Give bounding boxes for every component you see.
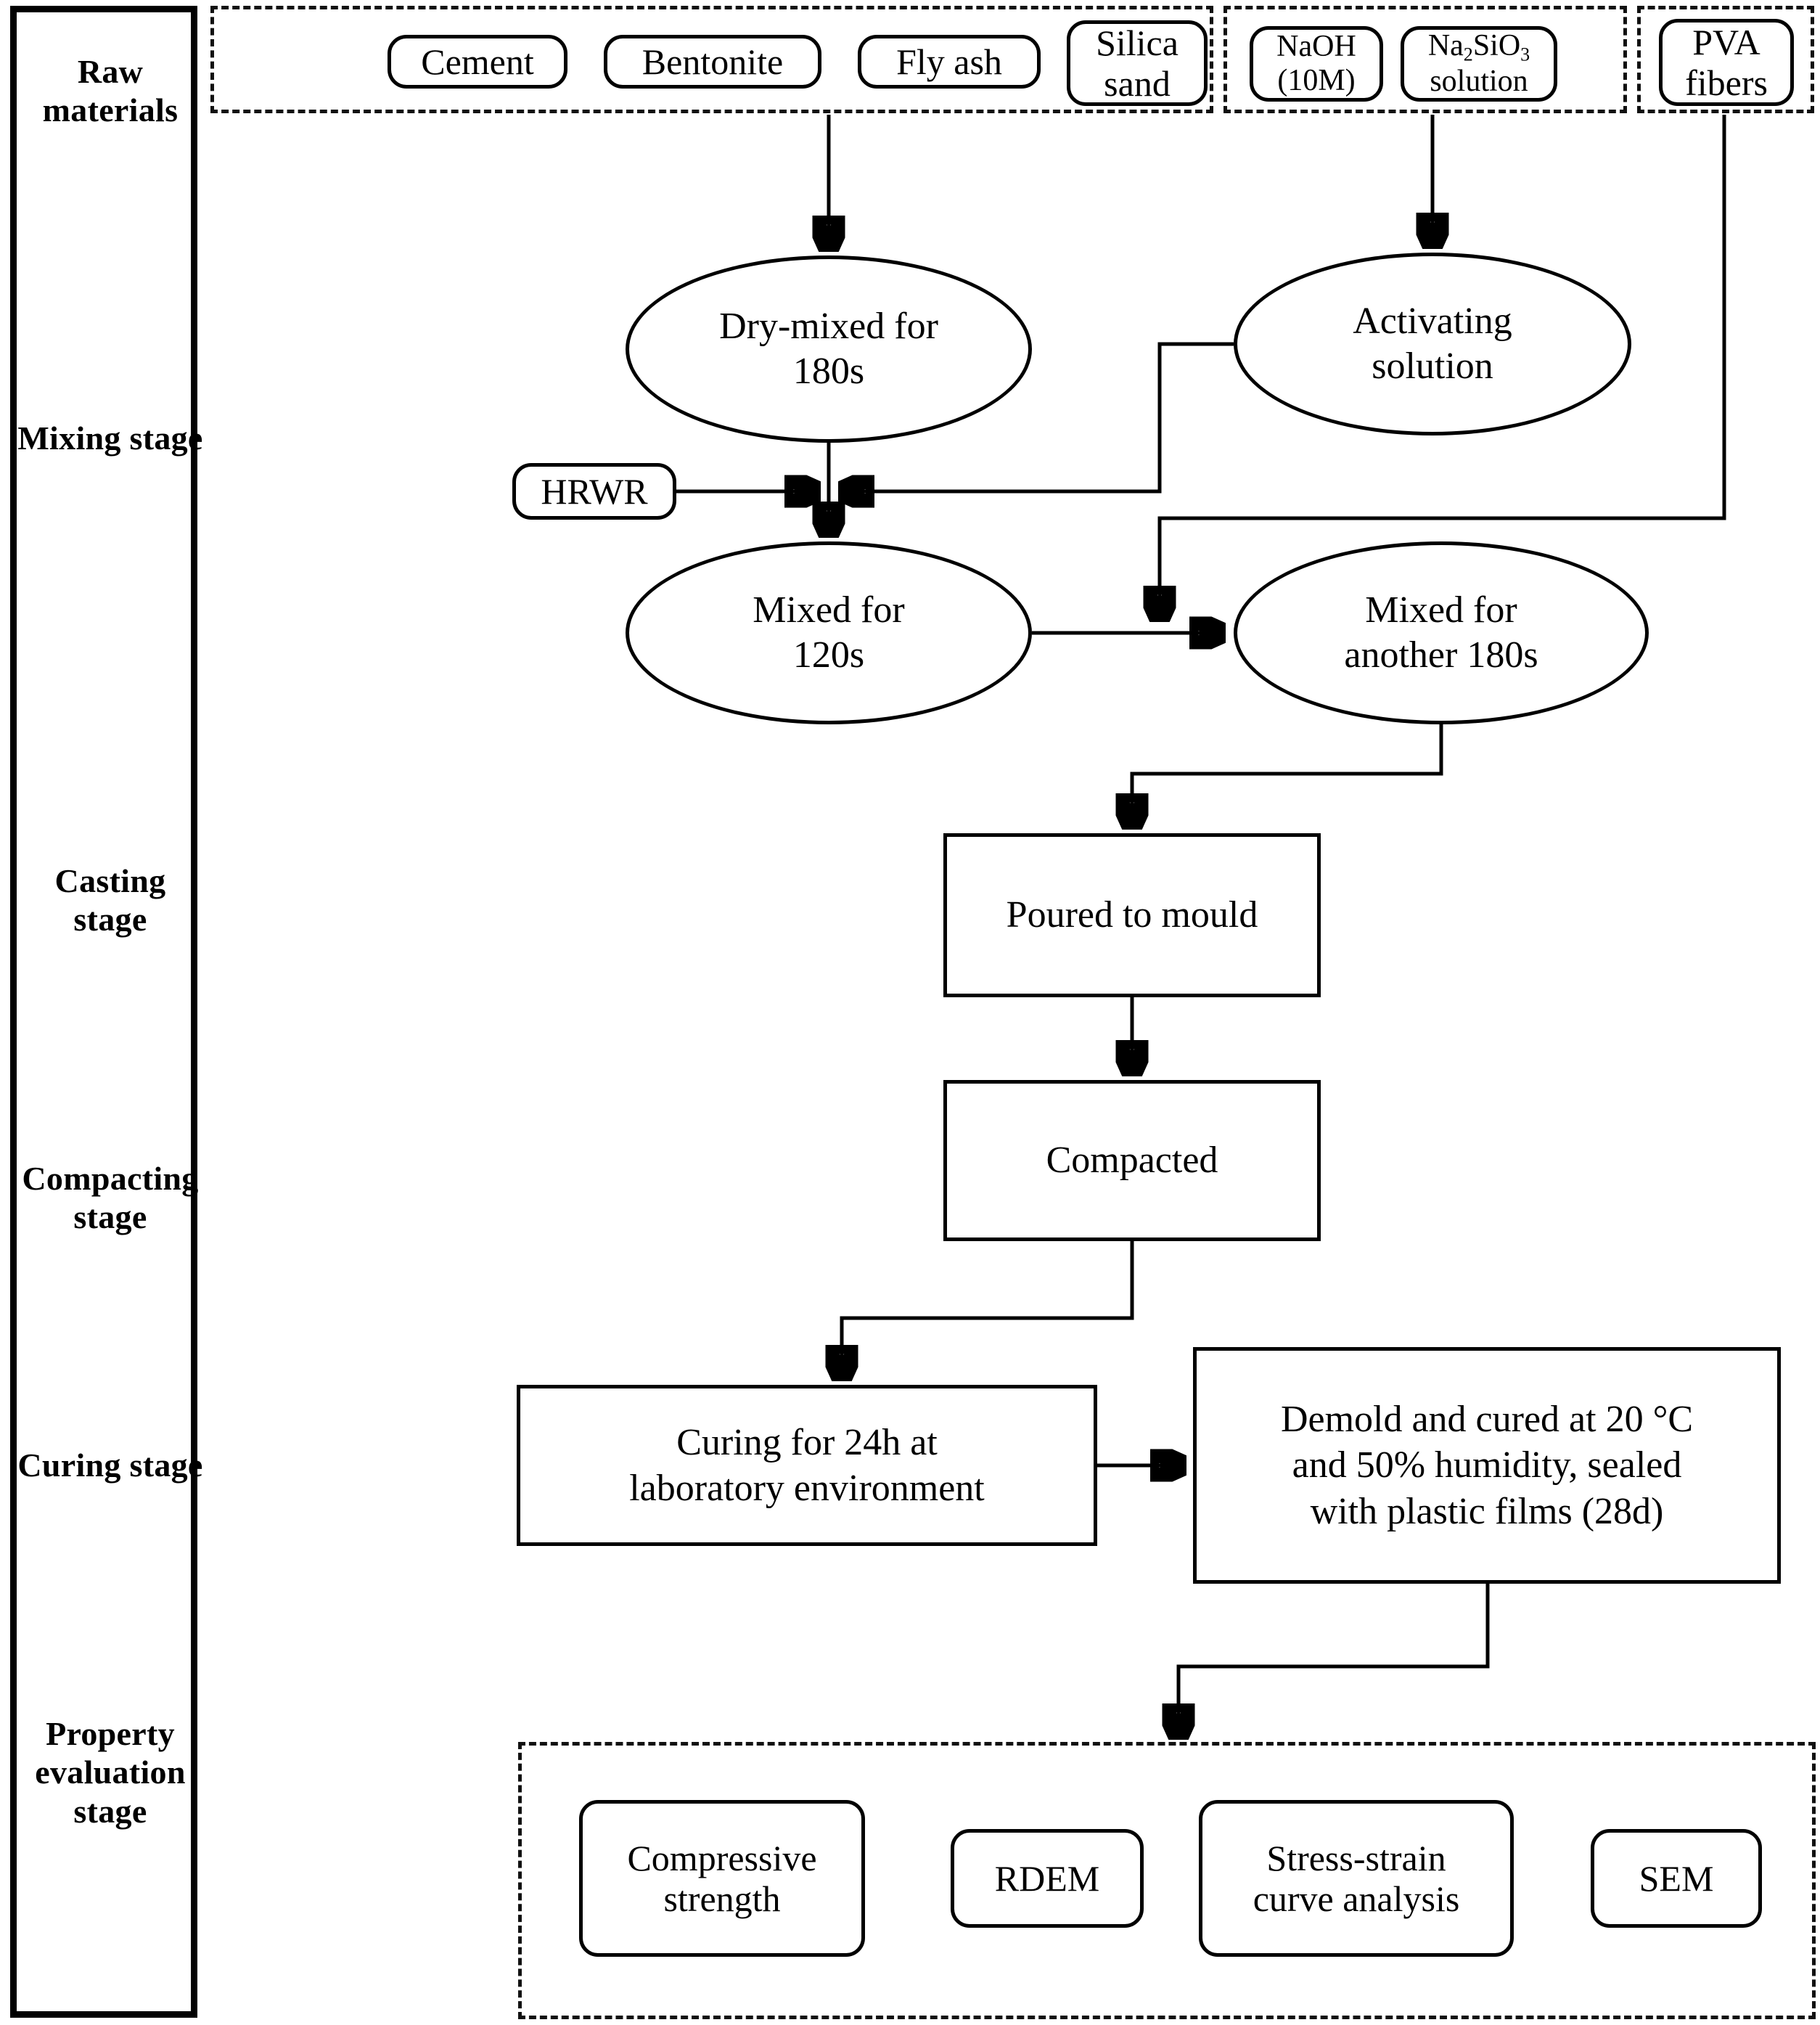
node-rdem[interactable]: RDEM	[951, 1829, 1144, 1928]
material-na2sio3-formula: Na2SiO3	[1427, 28, 1530, 65]
node-poured-to-mould-label: Poured to mould	[1006, 894, 1258, 936]
node-sem[interactable]: SEM	[1591, 1829, 1762, 1928]
raw-materials-solid-group	[210, 6, 1213, 113]
stage-label-casting-stage: Casting stage	[54, 862, 166, 938]
link-compacted-to-curing24h	[842, 1241, 1134, 1378]
property-evaluation-group	[518, 1742, 1816, 2019]
node-mixed-120s-line2: 120s	[792, 634, 865, 676]
stage-label-mixing-stage: Mixing stage	[17, 420, 203, 457]
node-mixed-another-line1: Mixed for	[1365, 589, 1517, 631]
material-na2sio3-box[interactable]: Na2SiO3 solution	[1401, 26, 1557, 102]
material-cement-box[interactable]: Cement	[388, 35, 567, 89]
material-naoh-line2: (10M)	[1277, 64, 1356, 97]
node-sem-label: SEM	[1639, 1858, 1714, 1899]
node-activating-line1: Activating	[1353, 300, 1512, 342]
raw-materials-activator-group	[1223, 6, 1627, 113]
node-curing-24h-line1: Curing for 24h at	[676, 1421, 938, 1463]
material-pva-fibers-line2: fibers	[1685, 62, 1768, 103]
material-cement-label: Cement	[421, 41, 534, 82]
node-demold-cured[interactable]: Demold and cured at 20 °C and 50% humidi…	[1193, 1347, 1781, 1584]
node-dry-mixed-line1: Dry-mixed for	[719, 305, 938, 347]
link-demold-to-property-evaluation	[1179, 1584, 1490, 1736]
node-compacted[interactable]: Compacted	[943, 1080, 1321, 1241]
material-silica-sand-line1: Silica	[1096, 22, 1179, 63]
node-compressive-strength-line1: Compressive	[627, 1838, 817, 1878]
node-stress-strain-line1: Stress-strain	[1266, 1838, 1446, 1878]
stage-rail: Raw materials Mixing stage Casting stage…	[10, 6, 202, 2018]
node-curing-24h[interactable]: Curing for 24h at laboratory environment	[517, 1385, 1097, 1546]
node-dry-mixed-180s[interactable]: Dry-mixed for 180s	[626, 255, 1032, 443]
stage-label-curing-stage: Curing stage	[17, 1447, 203, 1484]
node-mixed-another-180s[interactable]: Mixed for another 180s	[1234, 541, 1649, 724]
material-fly-ash-label: Fly ash	[896, 41, 1002, 82]
node-hrwr-label: HRWR	[541, 471, 648, 512]
node-activating-line2: solution	[1372, 345, 1493, 387]
material-pva-fibers-box[interactable]: PVA fibers	[1659, 19, 1794, 106]
material-bentonite-label: Bentonite	[641, 41, 784, 82]
node-demold-cured-line3: with plastic films (28d)	[1310, 1490, 1664, 1532]
node-demold-cured-line2: and 50% humidity, sealed	[1292, 1444, 1682, 1486]
node-poured-to-mould[interactable]: Poured to mould	[943, 833, 1321, 997]
material-naoh-box[interactable]: NaOH (10M)	[1250, 26, 1383, 102]
material-silica-sand-line2: sand	[1104, 63, 1171, 104]
stage-label-property-evaluation: Property evaluation stage	[35, 1715, 186, 1830]
node-stress-strain-line2: curve analysis	[1253, 1878, 1460, 1919]
node-activating-solution[interactable]: Activating solution	[1234, 253, 1631, 435]
material-naoh-line1: NaOH	[1276, 29, 1356, 63]
material-fly-ash-box[interactable]: Fly ash	[858, 35, 1041, 89]
link-mixedanother-to-poured	[1132, 724, 1443, 826]
node-dry-mixed-line2: 180s	[792, 351, 865, 392]
node-rdem-label: RDEM	[994, 1858, 1100, 1899]
stage-label-raw-materials: Raw materials	[42, 53, 179, 129]
node-compressive-strength-line2: strength	[663, 1878, 781, 1919]
node-mixed-120s[interactable]: Mixed for 120s	[626, 541, 1032, 724]
node-curing-24h-line2: laboratory environment	[629, 1468, 985, 1509]
node-mixed-120s-line1: Mixed for	[753, 589, 905, 631]
stage-label-compacting-stage: Compacting stage	[22, 1160, 199, 1236]
material-silica-sand-box[interactable]: Silica sand	[1067, 20, 1208, 106]
node-hrwr[interactable]: HRWR	[512, 463, 676, 520]
material-pva-fibers-line1: PVA	[1692, 22, 1760, 62]
node-compressive-strength[interactable]: Compressive strength	[579, 1800, 865, 1957]
node-mixed-another-line2: another 180s	[1344, 634, 1538, 676]
node-compacted-label: Compacted	[1046, 1140, 1218, 1182]
material-bentonite-box[interactable]: Bentonite	[604, 35, 821, 89]
material-na2sio3-line2: solution	[1430, 65, 1528, 99]
node-stress-strain[interactable]: Stress-strain curve analysis	[1199, 1800, 1514, 1957]
raw-materials-fiber-group	[1637, 6, 1814, 113]
node-demold-cured-line1: Demold and cured at 20 °C	[1280, 1398, 1694, 1440]
